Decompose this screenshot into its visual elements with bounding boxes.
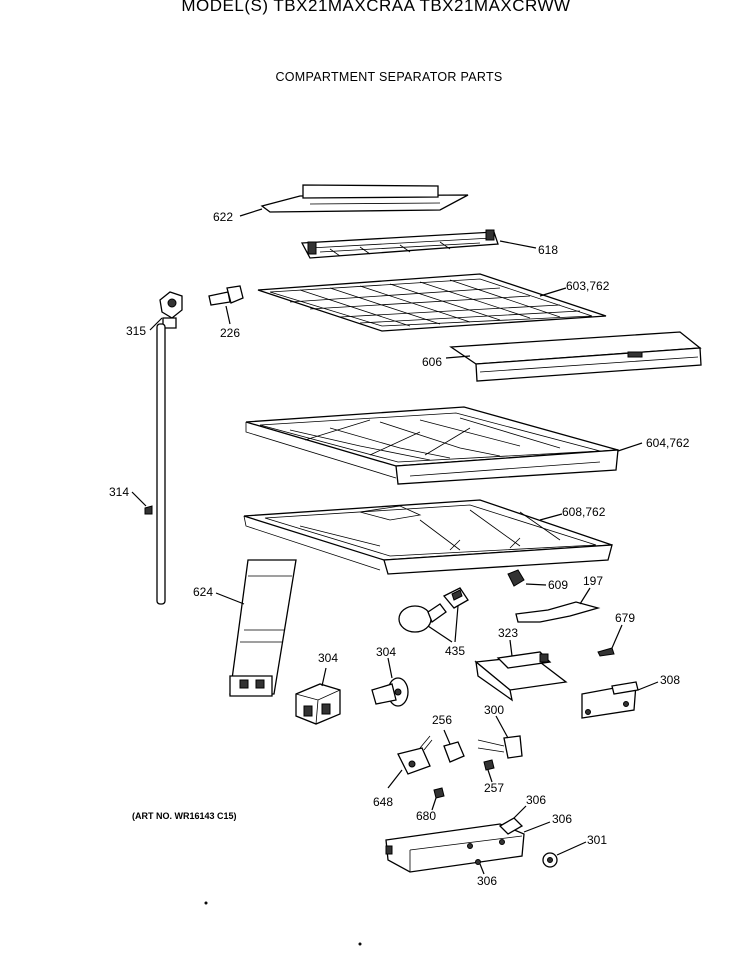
callout-622: 622 <box>213 210 233 224</box>
leader-197 <box>579 587 591 605</box>
leader-603 <box>539 287 567 297</box>
part-314-rod <box>144 323 166 605</box>
part-604-tray <box>245 406 619 485</box>
callout-226: 226 <box>220 326 240 340</box>
leader-609 <box>525 583 547 586</box>
callout-608-762: 608,762 <box>562 505 606 519</box>
leader-606 <box>445 355 471 359</box>
leader-622 <box>239 208 263 217</box>
leader-648 <box>387 769 403 789</box>
leader-679 <box>611 624 623 649</box>
part-609-clip <box>507 569 525 587</box>
leader-608 <box>539 513 563 521</box>
leader-314 <box>131 491 147 507</box>
part-256-switch <box>443 741 465 763</box>
leader-306b <box>523 821 551 833</box>
leader-624 <box>215 592 245 605</box>
leader-323 <box>509 639 513 657</box>
callout-609: 609 <box>548 578 568 592</box>
part-608-tray <box>243 499 613 575</box>
callout-618: 618 <box>538 243 558 257</box>
leader-308 <box>637 681 659 691</box>
callout-435: 435 <box>445 644 465 658</box>
callout-648: 648 <box>373 795 393 809</box>
part-197-strip <box>515 601 601 623</box>
leader-304a <box>321 667 327 687</box>
part-606-trim <box>449 331 702 382</box>
art-number: (ART NO. WR16143 C15) <box>132 811 237 821</box>
leader-315 <box>149 317 163 331</box>
callout-308: 308 <box>660 673 680 687</box>
part-603-shelf <box>257 273 607 332</box>
leader-604 <box>617 442 643 452</box>
leader-680 <box>431 797 437 811</box>
section-title: COMPARTMENT SEPARATOR PARTS <box>275 70 503 84</box>
callout-314: 314 <box>109 485 129 499</box>
leader-618 <box>499 240 537 249</box>
part-679-screw <box>597 647 615 657</box>
leader-306a <box>513 805 527 819</box>
callout-679: 679 <box>615 611 635 625</box>
leader-301 <box>556 841 587 856</box>
part-624-panel <box>229 559 297 697</box>
callout-604-762: 604,762 <box>646 436 690 450</box>
part-301-nut <box>542 852 558 868</box>
part-435-bulb <box>398 587 469 633</box>
part-257-screw <box>483 759 495 771</box>
callout-323: 323 <box>498 626 518 640</box>
part-618-rail <box>300 229 499 259</box>
callout-301: 301 <box>587 833 607 847</box>
callout-680: 680 <box>416 809 436 823</box>
part-300-harness <box>477 735 523 759</box>
callout-256: 256 <box>432 713 452 727</box>
leader-257 <box>487 769 493 783</box>
part-680-screw <box>433 787 445 799</box>
part-622-cover <box>260 184 469 213</box>
callout-624: 624 <box>193 585 213 599</box>
leader-256 <box>443 729 451 745</box>
callout-606: 606 <box>422 355 442 369</box>
callout-315: 315 <box>126 324 146 338</box>
callout-257: 257 <box>484 781 504 795</box>
leader-435a <box>427 625 453 643</box>
callout-304-right: 304 <box>376 645 396 659</box>
part-306-chassis <box>385 817 525 873</box>
callout-300: 300 <box>484 703 504 717</box>
callout-306-bottom: 306 <box>477 874 497 888</box>
callout-304-left: 304 <box>318 651 338 665</box>
leader-304b <box>387 657 393 679</box>
callout-306-right: 306 <box>552 812 572 826</box>
model-title: MODEL(S) TBX21MAXCRAA TBX21MAXCRWW <box>181 0 571 15</box>
leader-306c <box>479 863 485 875</box>
callout-197: 197 <box>583 574 603 588</box>
part-315-bracket <box>159 291 183 329</box>
part-323-housing <box>474 651 568 702</box>
part-648-damper <box>397 735 433 775</box>
callout-603-762: 603,762 <box>566 279 610 293</box>
part-308-plate <box>581 681 639 719</box>
leader-226 <box>225 305 231 325</box>
leader-435b <box>454 605 459 643</box>
part-226-pin <box>208 285 244 306</box>
part-304-block <box>295 683 341 725</box>
callout-306-top: 306 <box>526 793 546 807</box>
part-304-fan <box>371 677 409 707</box>
leader-300 <box>495 715 509 739</box>
